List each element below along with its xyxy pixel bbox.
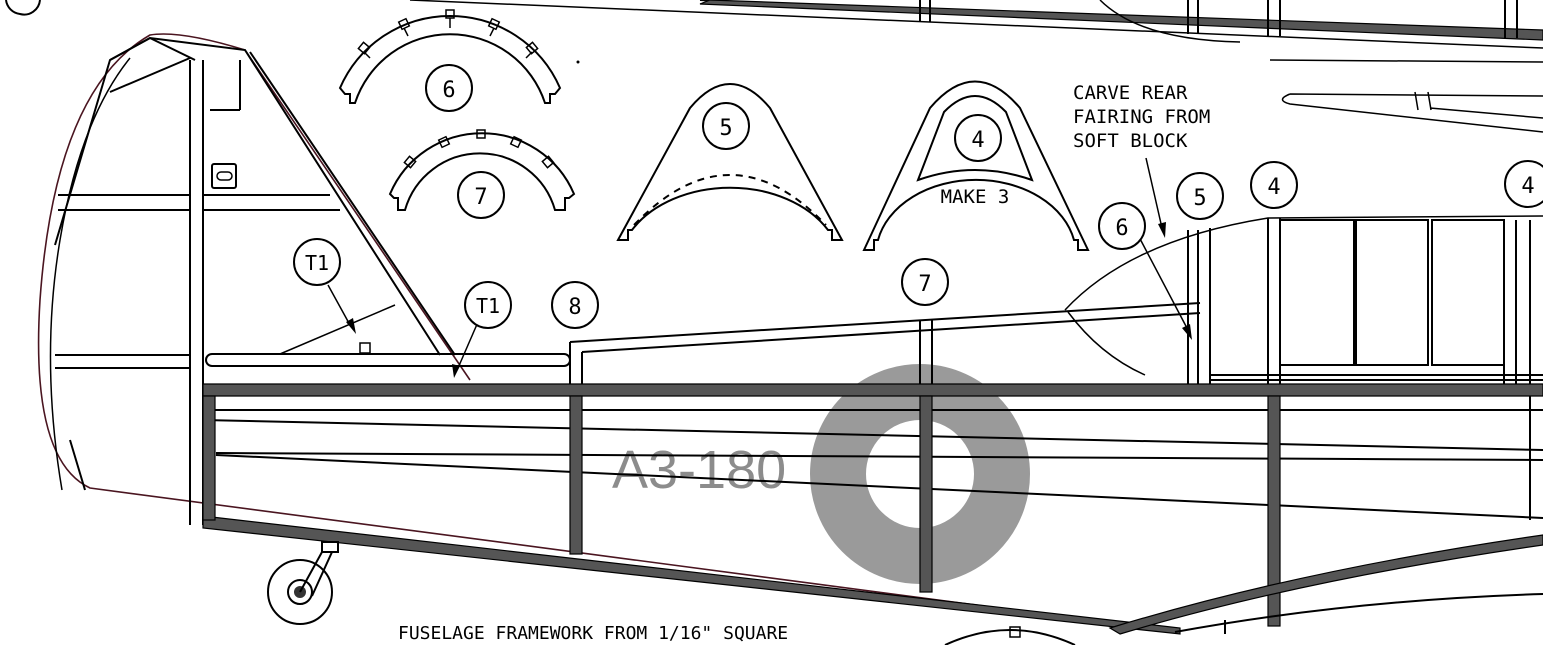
callout-7-mid: 7	[901, 258, 949, 306]
svg-text:7: 7	[918, 272, 931, 297]
callout-8: 8	[551, 281, 599, 329]
fuselage-side-view	[37, 33, 1543, 645]
former-4-part	[862, 80, 1090, 251]
svg-text:T1: T1	[305, 251, 329, 275]
svg-text:7: 7	[474, 185, 487, 210]
callout-5-top: 5	[702, 102, 750, 150]
svg-text:CARVE REAR: CARVE REAR	[1073, 82, 1188, 104]
carve-fairing-note: CARVE REAR FAIRING FROM SOFT BLOCK	[1073, 82, 1210, 152]
callout-4-right: 4	[1250, 161, 1298, 209]
svg-text:4: 4	[971, 128, 984, 153]
leader-lines	[327, 157, 1192, 378]
callout-t1-right: T1	[464, 281, 512, 329]
framework-note: FUSELAGE FRAMEWORK FROM 1/16" SQUARE	[398, 623, 788, 644]
former-6-part	[338, 9, 580, 104]
svg-text:5: 5	[1193, 186, 1206, 211]
callout-4-top: 4	[954, 114, 1002, 162]
former-7-part	[388, 129, 576, 211]
callout-5-right: 5	[1176, 172, 1224, 220]
tail-wheel	[267, 541, 339, 625]
svg-text:6: 6	[1115, 216, 1128, 241]
callout-7-top: 7	[457, 171, 505, 219]
svg-text:FAIRING FROM: FAIRING FROM	[1073, 106, 1210, 128]
make-3-note: MAKE 3	[941, 186, 1010, 208]
svg-text:4: 4	[1521, 174, 1534, 199]
svg-text:6: 6	[442, 78, 455, 103]
callout-t1-left: T1	[293, 238, 341, 286]
callout-6-top: 6	[425, 64, 473, 112]
svg-text:5: 5	[719, 116, 732, 141]
callout-4-edge: 4	[1504, 160, 1543, 208]
callout-6-right: 6	[1098, 202, 1146, 250]
top-view-partial	[409, 0, 1543, 133]
svg-text:T1: T1	[476, 294, 500, 318]
former-5-part	[616, 83, 844, 241]
svg-text:SOFT BLOCK: SOFT BLOCK	[1073, 130, 1188, 152]
svg-text:4: 4	[1267, 175, 1280, 200]
svg-text:8: 8	[568, 295, 581, 320]
registration-text: A3-180	[612, 440, 786, 500]
